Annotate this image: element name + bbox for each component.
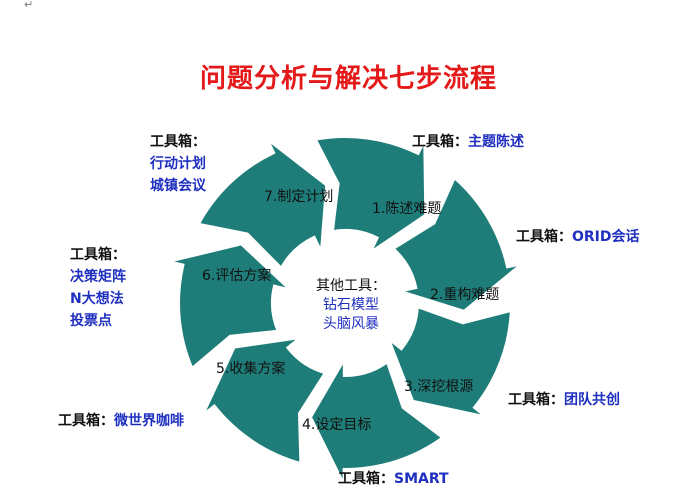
- cycle-segment-step-4: [382, 303, 515, 421]
- toolbox-label: 工具箱：: [58, 413, 114, 429]
- toolbox-item: ORID会话: [572, 229, 640, 245]
- toolbox-item: 行动计划: [150, 156, 206, 172]
- toolbox-label: 工具箱：: [516, 229, 572, 245]
- toolbox-label: 工具箱：: [338, 471, 394, 487]
- cycle-segment-step-6: [199, 333, 330, 467]
- toolbox-step-7: 工具箱： 行动计划 城镇会议: [150, 131, 206, 197]
- toolbox-item: 决策矩阵: [70, 269, 126, 285]
- center-tool-item: 头脑风暴: [323, 316, 379, 332]
- cycle-segment-step-7: [165, 241, 300, 373]
- paragraph-mark: ↵: [24, 0, 34, 11]
- cycle-segment-step-1: [194, 135, 330, 273]
- toolbox-label: 工具箱：: [412, 134, 468, 150]
- toolbox-item: 投票点: [70, 313, 112, 329]
- cycle-segment-step-5: [307, 349, 448, 488]
- toolbox-label: 工具箱：: [508, 392, 564, 408]
- center-tool-item: 钻石模型: [323, 297, 379, 313]
- cycle-segment-step-3: [388, 173, 526, 315]
- toolbox-item: 城镇会议: [150, 178, 206, 194]
- step-7-label: 7.制定计划: [264, 189, 334, 205]
- toolbox-step-1: 工具箱：主题陈述: [412, 131, 524, 153]
- toolbox-item: N大想法: [70, 291, 124, 307]
- center-tools: 其他工具： 钻石模型 头脑风暴: [286, 277, 416, 334]
- step-2-label: 2.重构难题: [430, 287, 500, 303]
- toolbox-step-3: 工具箱：团队共创: [508, 389, 620, 411]
- toolbox-item: SMART: [394, 471, 449, 487]
- toolbox-step-6: 工具箱： 决策矩阵 N大想法 投票点: [70, 244, 126, 332]
- step-3-label: 3.深挖根源: [404, 379, 474, 395]
- step-4-label: 4.设定目标: [302, 417, 372, 433]
- center-tools-title: 其他工具：: [316, 278, 386, 294]
- step-5-label: 5.收集方案: [216, 361, 286, 377]
- toolbox-step-2: 工具箱：ORID会话: [516, 226, 640, 248]
- toolbox-item: 团队共创: [564, 392, 620, 408]
- step-1-label: 1.陈述难题: [372, 201, 442, 217]
- toolbox-label: 工具箱：: [150, 134, 206, 150]
- toolbox-item: 微世界咖啡: [114, 413, 184, 429]
- toolbox-item: 主题陈述: [468, 134, 524, 150]
- cycle-segments: [165, 133, 526, 488]
- toolbox-step-5: 工具箱：微世界咖啡: [58, 410, 184, 432]
- toolbox-label: 工具箱：: [70, 247, 126, 263]
- diagram-title: 问题分析与解决七步流程: [199, 64, 497, 94]
- toolbox-step-4: 工具箱：SMART: [338, 468, 449, 490]
- cycle-segment-step-2: [311, 133, 429, 261]
- step-6-label: 6.评估方案: [202, 268, 272, 284]
